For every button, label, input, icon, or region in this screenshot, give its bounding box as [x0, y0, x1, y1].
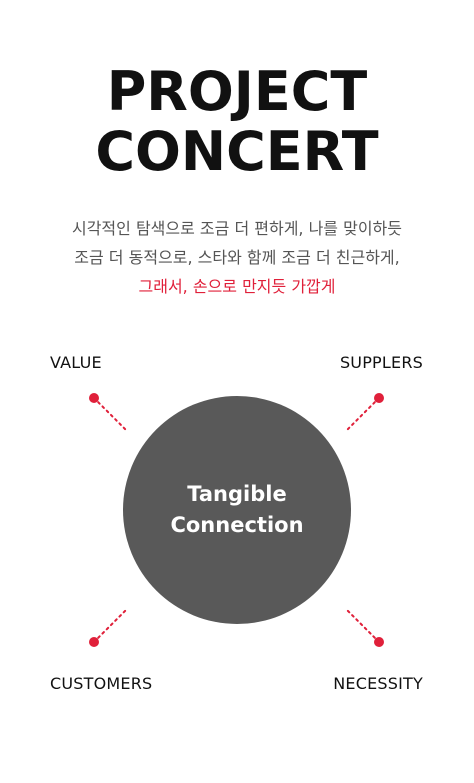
connector-top-left — [93, 397, 127, 431]
dot-top-left — [89, 393, 99, 403]
label-supplers: SUPPLERS — [339, 353, 423, 372]
description-line-3-highlight: 그래서, 손으로 만지듯 가깝게 — [138, 277, 336, 296]
center-circle: Tangible Connection — [123, 396, 351, 624]
connector-bottom-right — [346, 609, 380, 643]
dot-bottom-right — [374, 637, 384, 647]
dot-top-right — [374, 393, 384, 403]
dot-bottom-left — [89, 637, 99, 647]
label-value: VALUE — [50, 353, 102, 372]
label-necessity: NECESSITY — [333, 674, 423, 693]
description-line-2: 조금 더 동적으로, 스타와 함께 조금 더 친근하게, — [74, 248, 400, 267]
connector-top-right — [346, 397, 380, 431]
description-line-1: 시각적인 탐색으로 조금 더 편하게, 나를 맞이하듯 — [71, 219, 402, 238]
center-label-line-1: Tangible — [187, 482, 287, 506]
label-customers: CUSTOMERS — [50, 674, 153, 693]
title-line-2: CONCERT — [95, 120, 379, 183]
title-line-1: PROJECT — [106, 60, 368, 123]
page-title: PROJECT CONCERT — [0, 62, 474, 182]
connector-bottom-left — [93, 609, 127, 643]
center-label-line-2: Connection — [170, 513, 304, 537]
description: 시각적인 탐색으로 조금 더 편하게, 나를 맞이하듯 조금 더 동적으로, 스… — [0, 214, 474, 301]
